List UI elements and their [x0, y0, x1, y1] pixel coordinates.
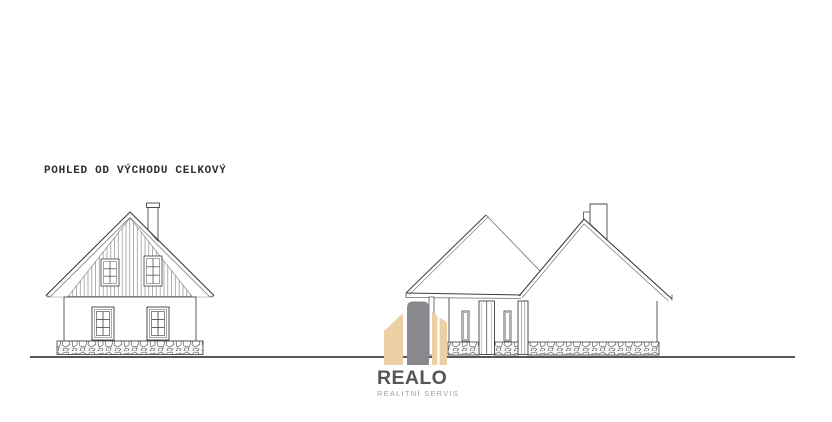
realo-logo-mark [384, 301, 447, 365]
right-house-elevation [405, 203, 673, 356]
gable-siding [67, 217, 193, 297]
entry-double-door [478, 300, 495, 355]
logo-subtitle: REALITNÍ SERVIS [377, 389, 459, 398]
left-house-wall [63, 296, 197, 342]
right-house-gable-roof [518, 218, 673, 302]
logo-tower-left [384, 313, 403, 365]
right-house-foundation [447, 341, 660, 356]
narrow-window-left [461, 310, 470, 342]
drawing-title: POHLED OD VÝCHODU CELKOVÝ [44, 165, 227, 177]
narrow-window-right [503, 310, 512, 342]
right-gable-window [143, 255, 163, 287]
right-house-chimney-icon [583, 203, 608, 242]
logo-wordmark: REALO [377, 367, 448, 389]
left-gable-window [100, 258, 120, 287]
logo-tower-center [407, 301, 429, 365]
left-house-foundation [56, 340, 204, 355]
hip-roof-plane [405, 214, 541, 296]
right-ground-window [146, 306, 170, 341]
logo-tower-right-stripe [437, 315, 440, 365]
realo-logo-text: REALO REALITNÍ SERVIS [377, 368, 467, 398]
left-ground-window [91, 306, 115, 341]
right-house-walls [448, 298, 658, 342]
left-house-elevation [45, 202, 215, 355]
corner-glazed-panel [517, 300, 529, 355]
porch-eaves-fascia [405, 292, 522, 299]
